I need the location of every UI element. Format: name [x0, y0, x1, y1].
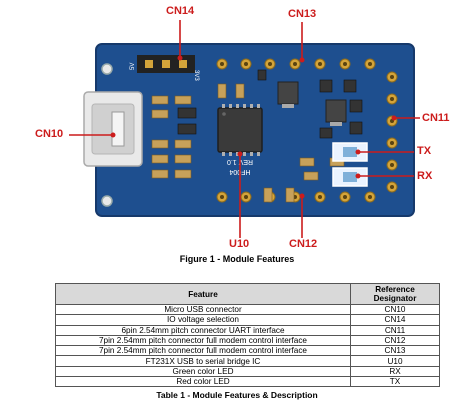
cell-feature: Micro USB connector [55, 303, 351, 316]
table-row: 6pin 2.54mm pitch connector UART interfa… [55, 324, 440, 336]
smd-components [151, 83, 345, 203]
regulator-chip [325, 99, 347, 123]
callout-rx: RX [417, 170, 433, 182]
cell-feature: Red color LED [55, 376, 351, 388]
mounting-hole [101, 195, 113, 207]
silk-3v3: 3V3 [193, 70, 199, 81]
callout-cn12: CN12 [289, 238, 318, 250]
callout-cn14: CN14 [166, 5, 195, 17]
cell-designator: RX [350, 365, 440, 378]
callout-cn11: CN11 [422, 112, 450, 124]
cell-feature: 6pin 2.54mm pitch connector UART interfa… [55, 324, 351, 336]
cell-designator: CN14 [350, 314, 440, 326]
cell-designator: U10 [350, 355, 440, 367]
table-row: 7pin 2.54mm pitch connector full modem c… [55, 345, 440, 357]
cell-feature: FT231X USB to serial bridge IC [55, 355, 351, 367]
header-designator: Reference Designator [350, 283, 440, 305]
cell-designator: TX [350, 376, 440, 388]
table-caption: Table 1 - Module Features & Description [156, 390, 318, 400]
cell-designator: CN10 [350, 303, 440, 316]
figure-caption: Figure 1 - Module Features [179, 254, 295, 264]
cell-designator: CN12 [350, 334, 440, 347]
callout-cn10: CN10 [35, 128, 64, 140]
cell-designator: CN11 [350, 324, 440, 336]
cell-feature: 7pin 2.54mm pitch connector full modem c… [55, 334, 351, 347]
callout-tx: TX [417, 145, 432, 157]
features-table: Feature Reference Designator Micro USB c… [55, 283, 440, 388]
cell-feature: Green color LED [55, 365, 351, 378]
smd-dark-components [177, 69, 363, 139]
callout-u10: U10 [229, 238, 250, 250]
cell-feature: 7pin 2.54mm pitch connector full modem c… [55, 345, 351, 357]
mounting-hole [101, 63, 113, 75]
cell-designator: CN13 [350, 345, 440, 357]
module-figure: 5V 3V3 [69, 20, 420, 238]
cell-feature: IO voltage selection [55, 314, 351, 326]
header-feature: Feature [55, 283, 351, 305]
table-row: 7pin 2.54mm pitch connector full modem c… [55, 334, 440, 347]
silk-5v: 5V [130, 63, 136, 70]
regulator-chip [277, 81, 299, 105]
table-header-row: Feature Reference Designator [55, 283, 440, 305]
callout-cn13: CN13 [288, 8, 317, 20]
